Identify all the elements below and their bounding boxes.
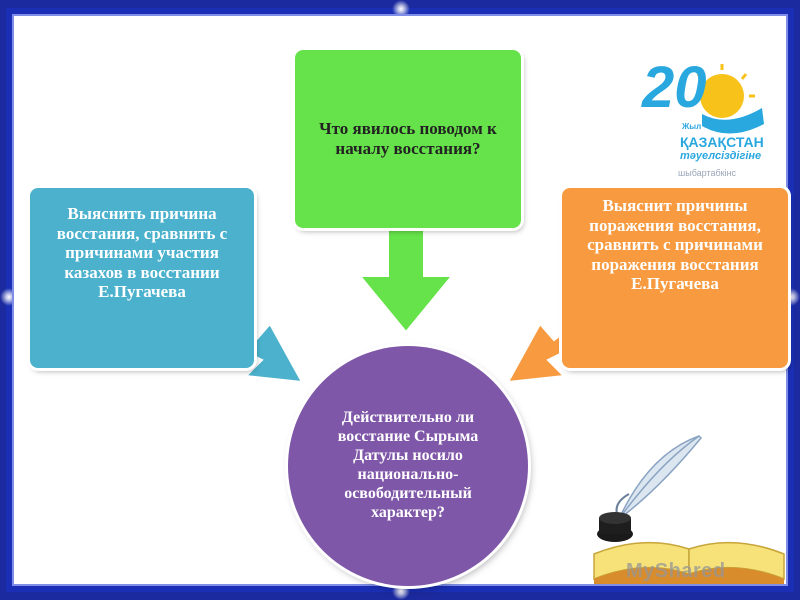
logo-country: ҚАЗАҚСТАН [680, 134, 764, 150]
sparkle-bottom [392, 582, 410, 600]
quill-icon [615, 435, 703, 520]
task-box-left: Выяснить причина восстания, сравнить с п… [30, 188, 254, 368]
logo-number: 20 [642, 55, 707, 120]
open-book-icon [593, 541, 785, 584]
central-question-text: Действительно ли восстание Сырыма Датулы… [337, 409, 479, 521]
question-box-top: Что явилось поводом к началу восстания? [295, 50, 521, 228]
sparkle-top [392, 0, 410, 18]
logo-subtitle: тәуелсіздігіне [680, 150, 762, 162]
logo-small-word: Жыл [682, 122, 702, 131]
sun-emblem-icon [696, 64, 764, 134]
task-box-right: Выяснит причины поражения восстания, сра… [562, 188, 788, 368]
slide: Что явилось поводом к началу восстания? … [12, 14, 788, 586]
logo-footer: шыбартабкінс [678, 168, 737, 178]
kazakhstan-20-logo: 20 Жыл ҚАЗАҚСТАН тәуелсіздігіне шыбартаб… [642, 54, 774, 184]
question-top-text: Что явилось поводом к началу восстания? [319, 119, 497, 158]
task-left-text: Выяснить причина восстания, сравнить с п… [56, 204, 228, 302]
central-question-circle: Действительно ли восстание Сырыма Датулы… [288, 346, 528, 586]
quill-book-illustration [593, 435, 785, 584]
down-arrow [360, 214, 452, 334]
ink-pot-icon [597, 512, 633, 542]
watermark: MyShared [626, 560, 726, 582]
task-right-text: Выяснит причины поражения восстания, сра… [587, 196, 763, 294]
